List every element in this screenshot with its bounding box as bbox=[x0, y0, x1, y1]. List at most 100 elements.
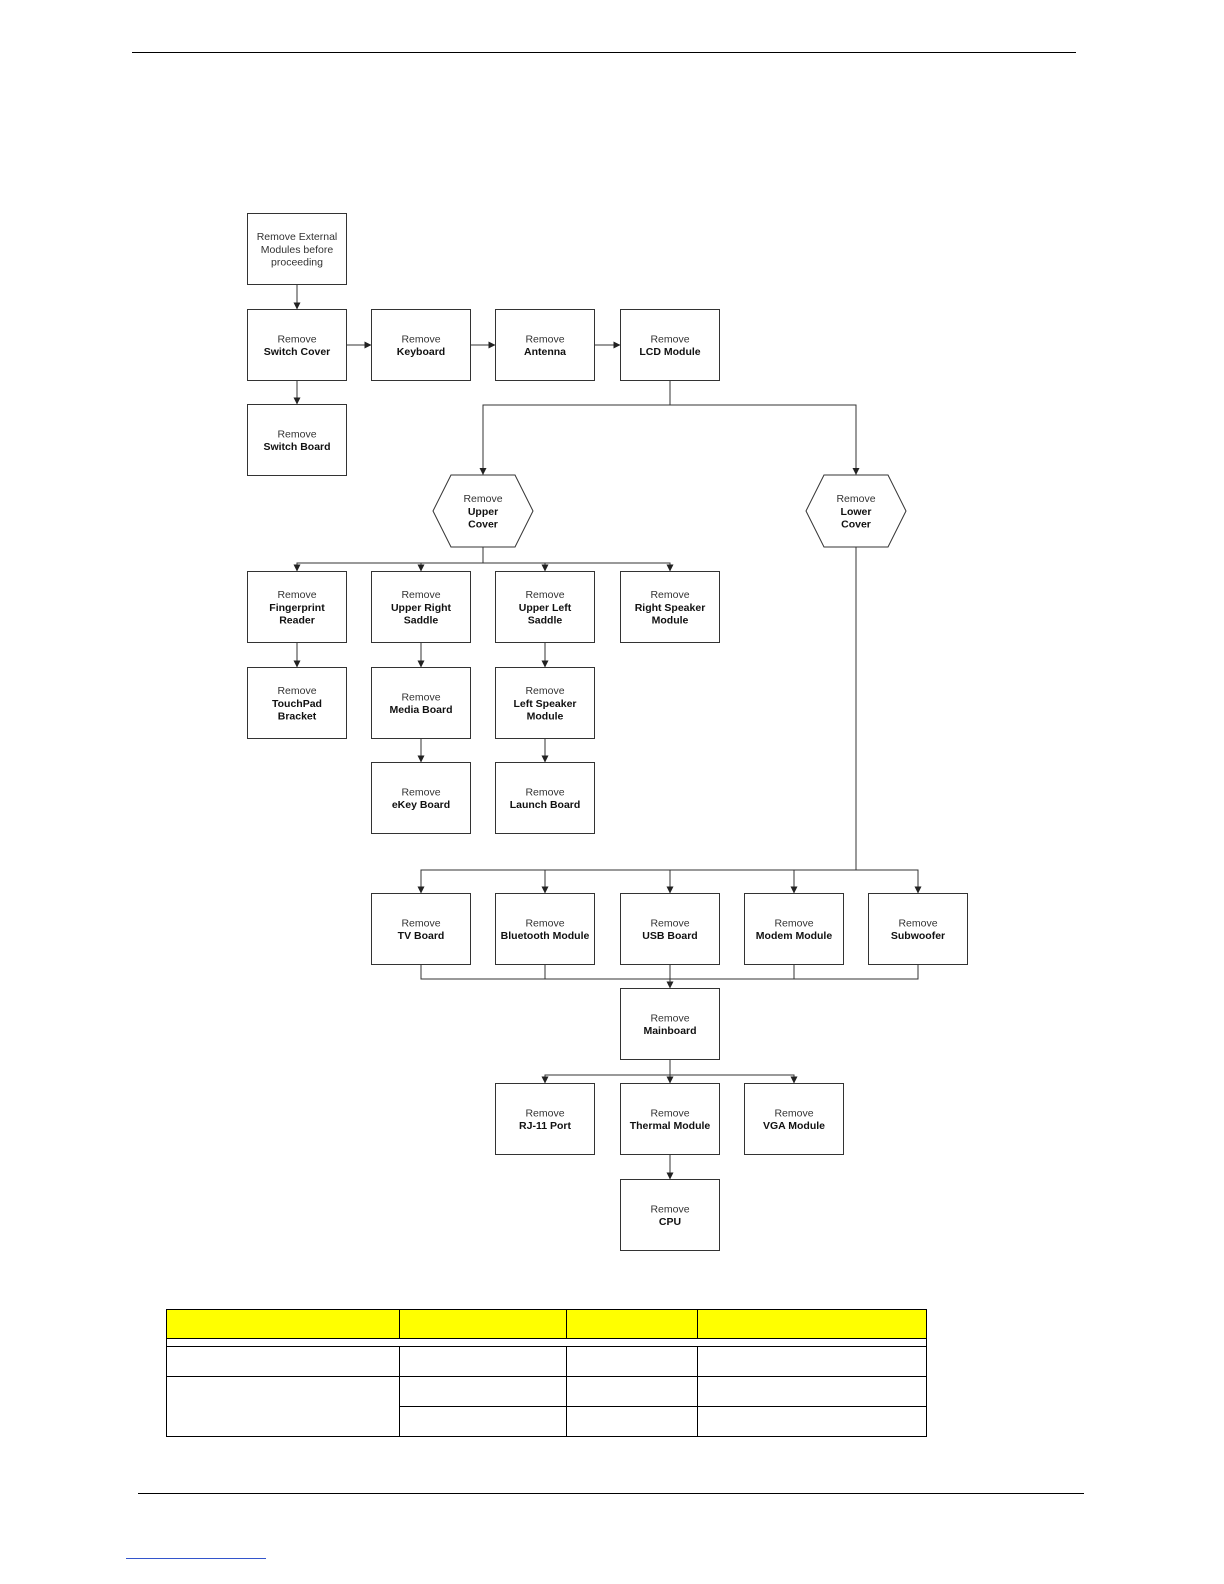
node-label-line: Remove bbox=[401, 917, 440, 929]
box-shape bbox=[495, 667, 595, 739]
node-label-line: RJ-11 Port bbox=[519, 1120, 571, 1132]
node-label-line: Keyboard bbox=[397, 346, 445, 358]
node-label-line: Remove bbox=[650, 333, 689, 345]
node-label-line: proceeding bbox=[271, 257, 323, 269]
box-shape bbox=[247, 667, 347, 739]
node-label-line: Media Board bbox=[389, 704, 452, 716]
node-label-line: Remove bbox=[525, 786, 564, 798]
node-label-line: Switch Board bbox=[263, 441, 330, 453]
box-shape bbox=[247, 571, 347, 643]
box-shape bbox=[868, 893, 968, 965]
box-shape bbox=[620, 893, 720, 965]
node-label-line: Reader bbox=[279, 615, 315, 627]
node-label-line: Remove bbox=[525, 333, 564, 345]
box-shape bbox=[495, 309, 595, 381]
box-shape bbox=[620, 988, 720, 1060]
node-label-line: Remove bbox=[525, 1107, 564, 1119]
box-shape bbox=[495, 893, 595, 965]
table-cell bbox=[399, 1346, 567, 1377]
box-shape bbox=[247, 309, 347, 381]
table-cell bbox=[166, 1376, 400, 1437]
table-row bbox=[166, 1376, 927, 1437]
node-label-line: Remove bbox=[774, 1107, 813, 1119]
box-shape bbox=[620, 1083, 720, 1155]
table-cell bbox=[399, 1376, 567, 1407]
node-label-line: Remove bbox=[774, 917, 813, 929]
node-label-line: Remove bbox=[650, 917, 689, 929]
edge-upper-cover-to-upper-right-saddle bbox=[417, 547, 484, 572]
box-shape bbox=[247, 213, 347, 285]
node-label-line: Upper Right bbox=[391, 602, 452, 614]
hexagon-shape bbox=[432, 474, 534, 548]
node-label-line: Antenna bbox=[524, 346, 566, 358]
edge-bluetooth-module-to-mainboard bbox=[544, 964, 671, 989]
box-shape bbox=[371, 667, 471, 739]
table-header-cell bbox=[166, 1309, 400, 1339]
node-label-line: Saddle bbox=[404, 615, 439, 627]
node-label-line: CPU bbox=[659, 1216, 681, 1228]
table-cell bbox=[566, 1346, 698, 1377]
node-label-line: Remove bbox=[650, 1203, 689, 1215]
box-shape bbox=[620, 1179, 720, 1251]
node-label-line: Bluetooth Module bbox=[501, 930, 590, 942]
node-label-line: Fingerprint bbox=[269, 602, 325, 614]
node-label-line: TouchPad bbox=[272, 698, 322, 710]
node-label-line: Saddle bbox=[528, 615, 563, 627]
edge-upper-cover-to-right-speaker-module bbox=[482, 547, 674, 572]
table-cell bbox=[697, 1376, 927, 1407]
node-label-line: Remove bbox=[277, 589, 316, 601]
box-shape bbox=[620, 309, 720, 381]
node-label-line: Launch Board bbox=[510, 799, 581, 811]
table-cell bbox=[399, 1406, 567, 1437]
table-row bbox=[166, 1338, 927, 1347]
box-shape bbox=[371, 571, 471, 643]
node-label-line: Remove bbox=[650, 1012, 689, 1024]
node-label-line: Remove bbox=[401, 589, 440, 601]
node-label-line: Remove bbox=[650, 1107, 689, 1119]
node-label-line: Remove bbox=[650, 589, 689, 601]
node-label-line: LCD Module bbox=[639, 346, 700, 358]
node-label-line: Remove bbox=[277, 333, 316, 345]
node-label-line: Remove bbox=[401, 691, 440, 703]
edge-lcd-module-to-upper-cover bbox=[479, 380, 671, 475]
hexagon-shape bbox=[805, 474, 907, 548]
table-cell bbox=[697, 1346, 927, 1377]
edge-subwoofer-to-mainboard bbox=[669, 964, 919, 989]
node-label-line: Modules before bbox=[261, 244, 334, 256]
node-label-line: Upper bbox=[468, 506, 498, 518]
node-label-line: Cover bbox=[468, 519, 498, 531]
node-label-line: Remove bbox=[401, 333, 440, 345]
node-label-line: TV Board bbox=[398, 930, 445, 942]
node-label-line: Remove bbox=[401, 786, 440, 798]
node-label-line: Bracket bbox=[278, 711, 317, 723]
node-label-line: Remove bbox=[898, 917, 937, 929]
box-shape bbox=[495, 762, 595, 834]
edge-lower-cover-to-subwoofer bbox=[855, 547, 922, 894]
footer-link-underline bbox=[126, 1558, 266, 1559]
box-shape bbox=[495, 1083, 595, 1155]
edge-modem-module-to-mainboard bbox=[669, 964, 795, 989]
node-label-line: Remove bbox=[525, 685, 564, 697]
table-header-cell bbox=[697, 1309, 927, 1339]
node-label-line: Subwoofer bbox=[891, 930, 945, 942]
specification-table bbox=[166, 1309, 927, 1437]
box-shape bbox=[620, 571, 720, 643]
